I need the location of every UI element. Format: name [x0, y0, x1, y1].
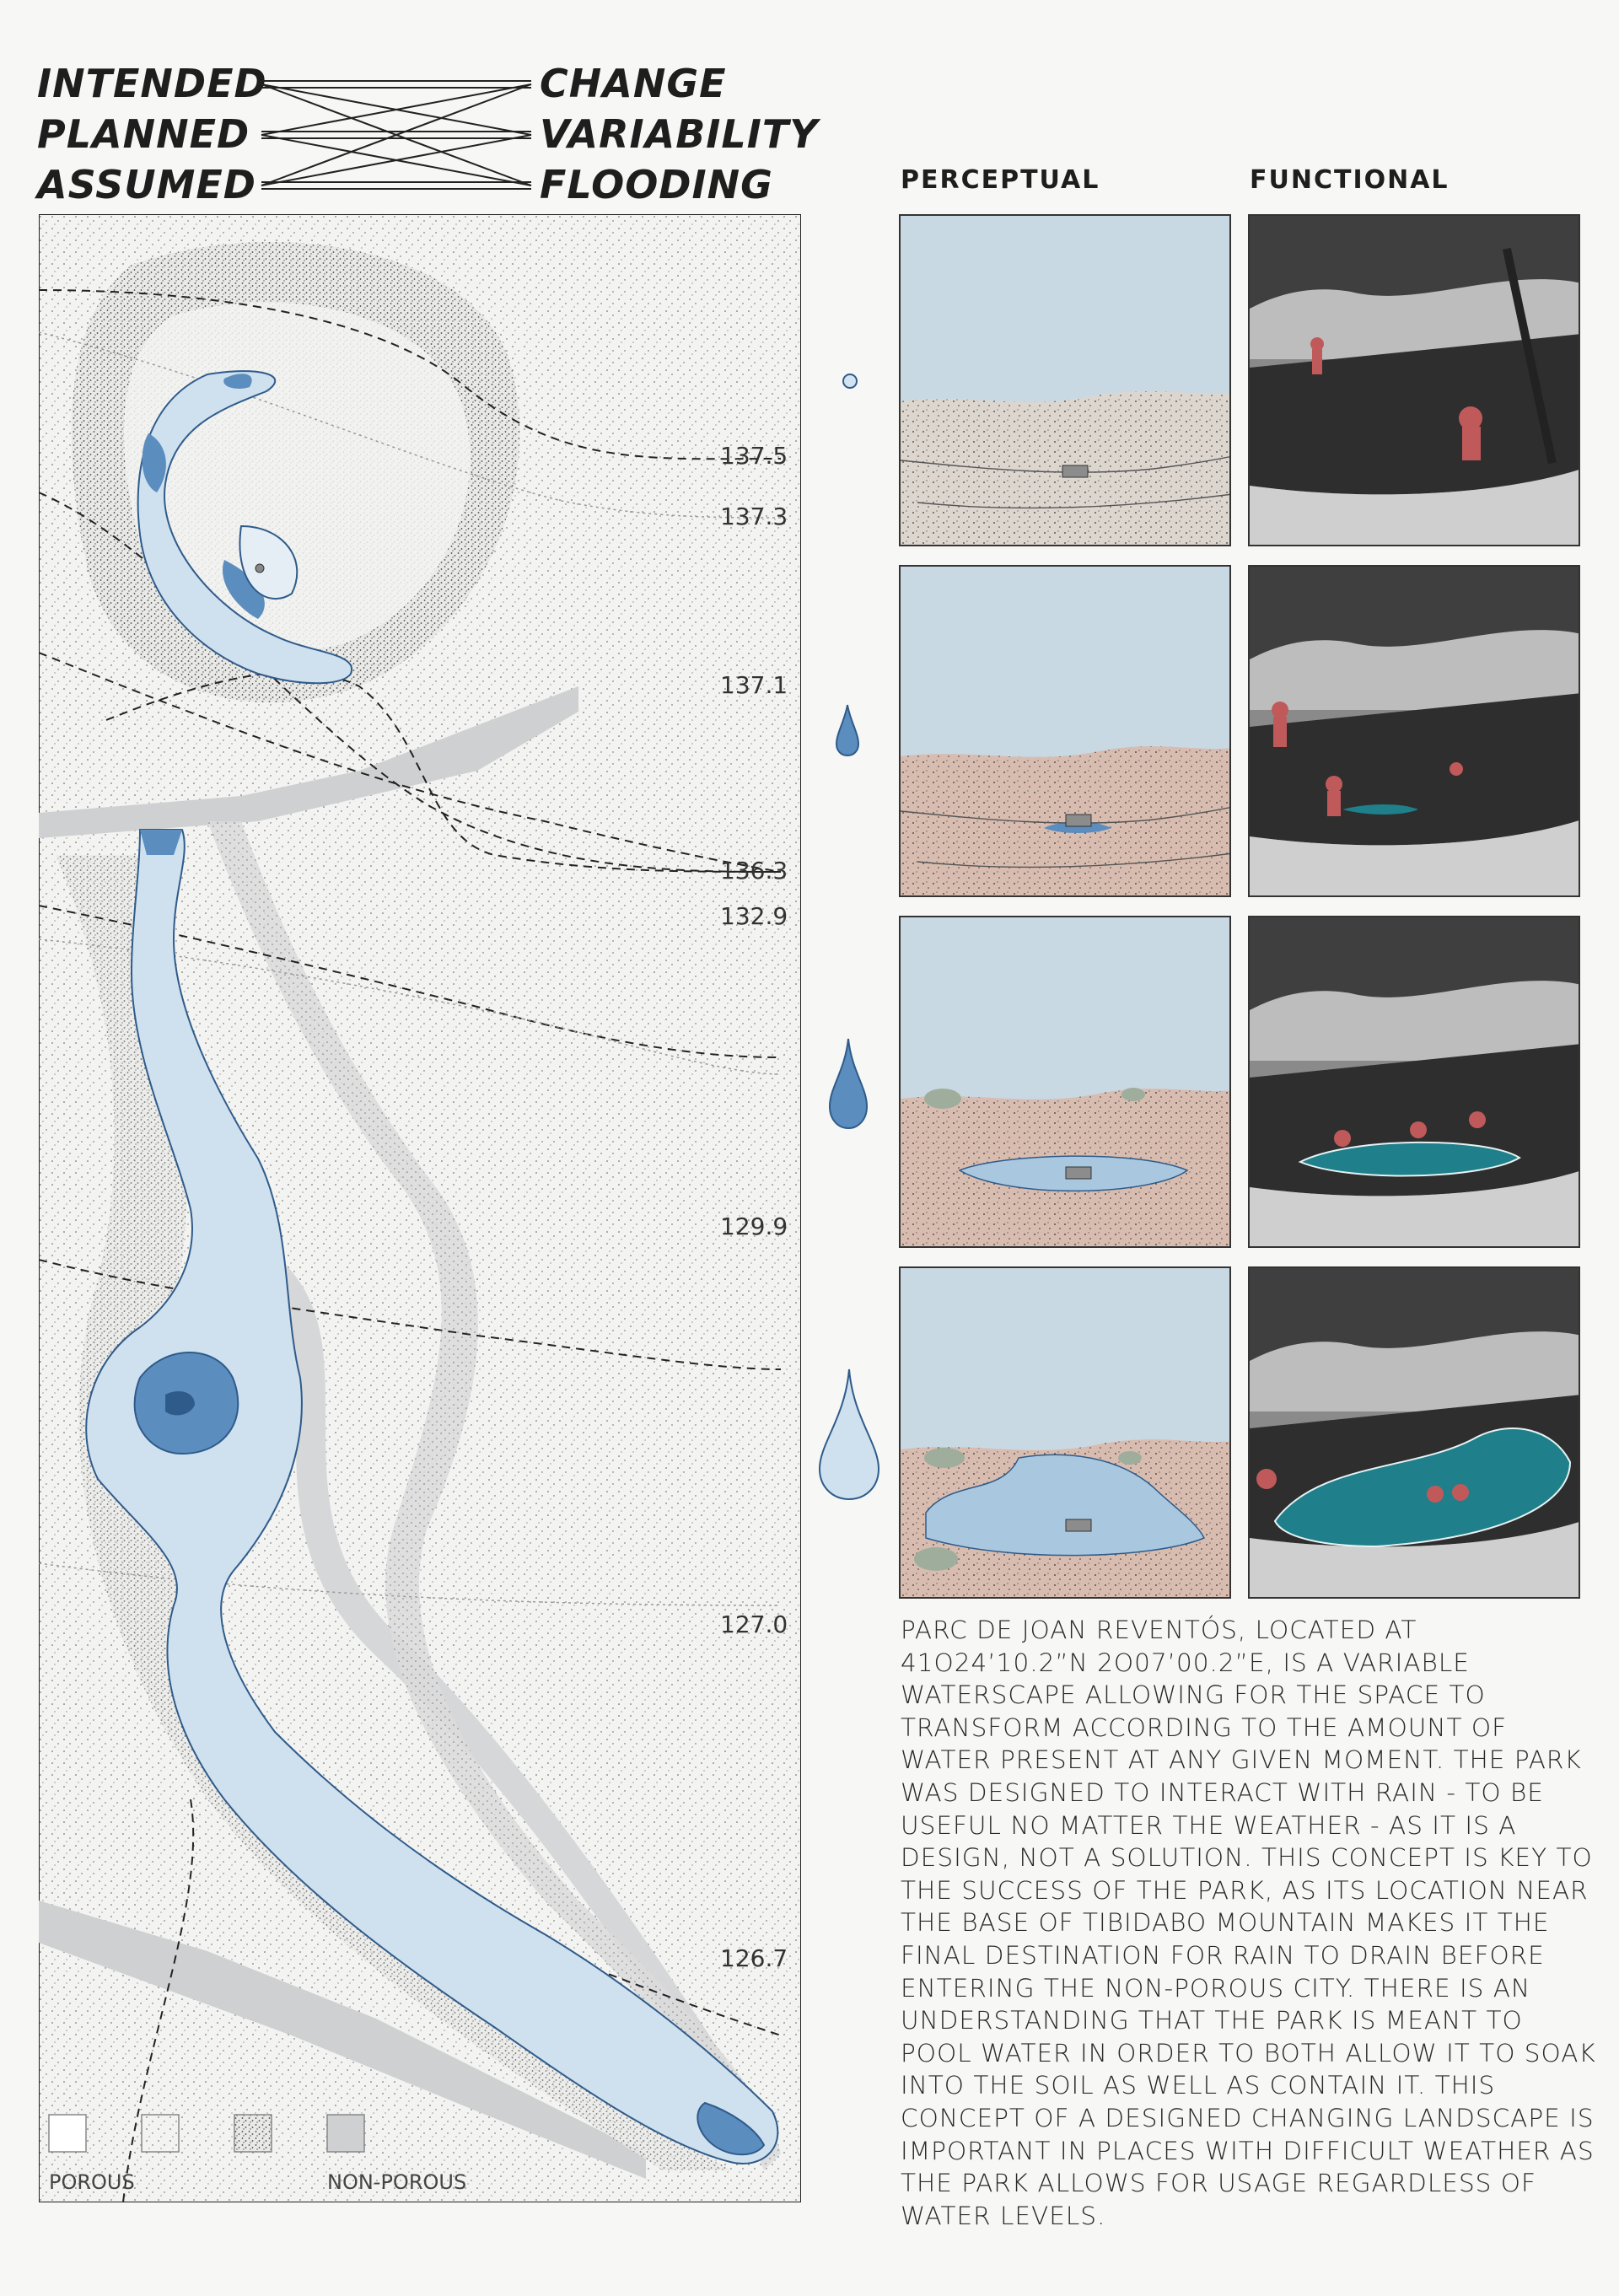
functional-photo-heavy — [1248, 1266, 1580, 1599]
drop-icon-medium — [828, 1038, 869, 1130]
drop-icon-dry — [842, 374, 858, 389]
project-description: PARC DE JOAN REVENTÓS, LOCATED AT 41o24’… — [901, 1616, 1596, 2230]
north-basin-water — [137, 370, 353, 685]
header-word-planned: PLANNED — [37, 111, 250, 157]
header-word-assumed: ASSUMED — [37, 162, 256, 207]
drop-icon-heavy — [818, 1368, 880, 1501]
header-word-intended: INTENDED — [37, 61, 267, 106]
drop-icon-light — [835, 704, 860, 757]
legend-swatch-porous — [48, 2114, 87, 2153]
legend-label-non-porous: NON-POROUS — [327, 2170, 467, 2194]
perceptual-panel-medium — [899, 916, 1231, 1248]
non-porous-path-north — [39, 686, 578, 838]
perceptual-panel-light — [899, 565, 1231, 897]
header-connector-lines — [261, 80, 532, 190]
non-porous-path-west — [39, 1901, 646, 2179]
perceptual-panel-heavy — [899, 1266, 1231, 1599]
elevation-label-6: 129.9 — [720, 1213, 788, 1240]
elevation-label-7: 127.0 — [720, 1610, 788, 1638]
legend-swatch-non-porous — [326, 2114, 365, 2153]
main-channel-water — [85, 829, 779, 2164]
header-word-change: CHANGE — [540, 61, 727, 106]
elevation-label-3: 137.1 — [720, 671, 788, 699]
functional-photo-light — [1248, 565, 1580, 897]
column-head-functional: FUNCTIONAL — [1250, 165, 1450, 195]
elevation-label-2: 137.3 — [720, 503, 788, 530]
elevation-label-8: 126.7 — [720, 1944, 788, 1972]
legend-swatch-porous-stipple — [141, 2114, 180, 2153]
header-word-variability: VARIABILITY — [540, 111, 819, 157]
west-embankment — [56, 855, 730, 2170]
elevation-label-4: 136.3 — [720, 857, 788, 885]
site-plan-map — [39, 214, 801, 2202]
functional-photo-medium — [1248, 916, 1580, 1248]
legend-label-porous: POROUS — [49, 2170, 135, 2194]
functional-photo-dry — [1248, 214, 1580, 546]
column-head-perceptual: PERCEPTUAL — [901, 165, 1100, 195]
elevation-label-1: 137.5 — [720, 442, 788, 470]
header-word-flooding: FLOODING — [540, 162, 773, 207]
east-embankment — [207, 821, 781, 2170]
legend-swatch-semi-porous — [234, 2114, 272, 2153]
perceptual-panel-dry — [899, 214, 1231, 546]
elevation-label-5: 132.9 — [720, 902, 788, 930]
